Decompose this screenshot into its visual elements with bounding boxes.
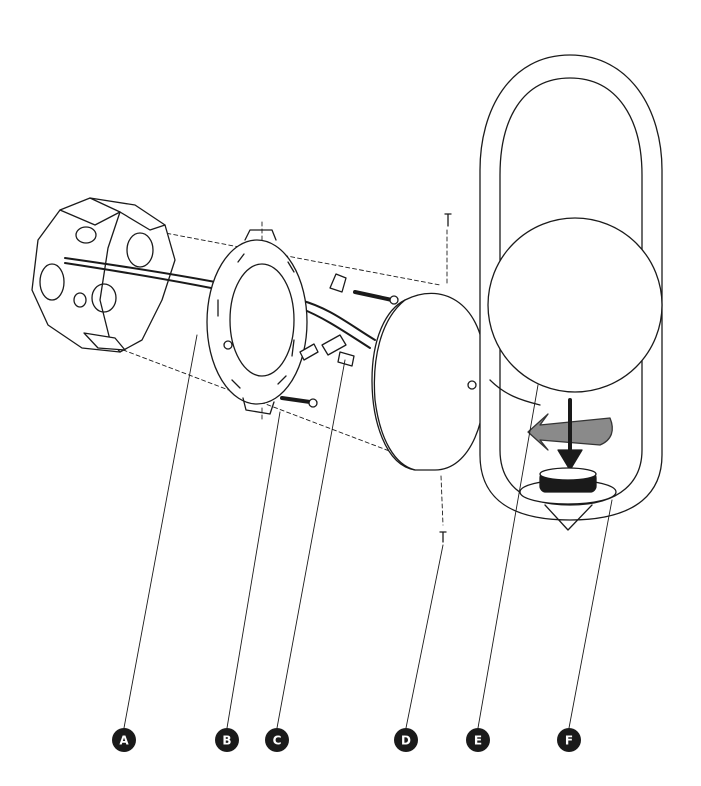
- callout-e: E: [466, 728, 490, 752]
- callout-c-label: C: [273, 734, 282, 748]
- mounting-plate-part-b: [206, 229, 308, 415]
- wire-nuts-and-screws-part-c: [280, 273, 399, 408]
- socket-part-f: [519, 467, 617, 531]
- callout-b: B: [215, 728, 239, 752]
- callout-f: F: [557, 728, 581, 752]
- rotate-arrow-icon: [527, 398, 613, 471]
- callout-d-label: D: [401, 734, 411, 748]
- callout-a-label: A: [119, 734, 129, 748]
- callout-a: A: [112, 728, 136, 752]
- callout-d: D: [394, 728, 418, 752]
- junction-box-part-a: [31, 197, 176, 353]
- callout-f-label: F: [565, 734, 573, 748]
- callout-b-label: B: [222, 734, 231, 748]
- leader-lines: [123, 334, 613, 729]
- callout-c: C: [265, 728, 289, 752]
- frame-and-globe-part-e: [479, 54, 663, 521]
- callout-e-label: E: [474, 734, 482, 748]
- canopy-part-d: [371, 213, 487, 543]
